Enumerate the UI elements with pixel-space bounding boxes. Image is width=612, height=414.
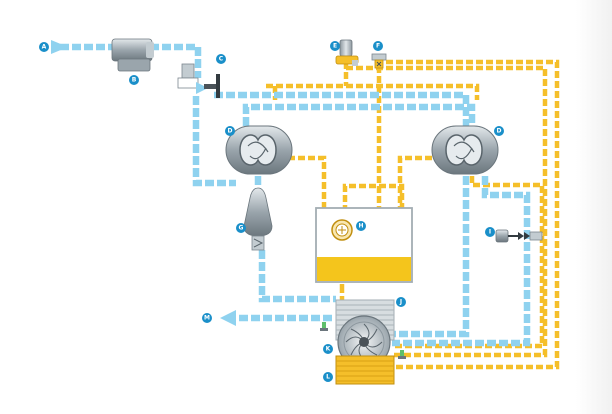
- label-c: C: [219, 56, 224, 63]
- oil-filter: [331, 219, 353, 241]
- label-badge-h: H: [356, 221, 366, 231]
- oil-line-second: [346, 65, 548, 358]
- label-badge-d-left: D: [225, 126, 235, 136]
- oil-line-right-screw: [397, 155, 432, 212]
- air-top-loop: [242, 103, 476, 130]
- air-sep-to-cooler: [258, 250, 336, 303]
- label-badge-a: A: [39, 42, 49, 52]
- oil-lines: [266, 59, 560, 370]
- label-m: M: [204, 315, 210, 322]
- oil-tank: [315, 207, 413, 283]
- label-k: K: [326, 346, 331, 353]
- oil-line-sep-inner: [342, 183, 405, 212]
- oil-cooler: [335, 355, 395, 385]
- air-intake-arrow: [51, 40, 68, 54]
- air-valve-down: [192, 96, 236, 187]
- screw-element-right: [431, 125, 499, 175]
- oil-line-right-loop: [393, 176, 545, 349]
- air-lines: [60, 43, 531, 347]
- label-f: F: [376, 43, 380, 50]
- air-right-screw-loop: [392, 176, 531, 347]
- label-badge-k: K: [323, 344, 333, 354]
- oil-line-top-upper: [266, 83, 480, 100]
- oil-separator-filter: [243, 187, 273, 251]
- air-right-screw-down: [392, 176, 470, 338]
- oil-sensor-f: [371, 53, 387, 69]
- label-badge-f: F: [373, 41, 383, 51]
- label-badge-m: M: [202, 313, 212, 323]
- label-g: G: [239, 225, 244, 232]
- label-badge-j: J: [396, 297, 406, 307]
- oil-sensor-e: [335, 39, 359, 66]
- label-h: H: [358, 223, 363, 230]
- air-filter-to-valve: [150, 43, 202, 78]
- label-badge-i: I: [485, 227, 495, 237]
- label-badge-e: E: [330, 41, 340, 51]
- right-edge-shadow: [576, 0, 612, 414]
- label-badge-c: C: [216, 54, 226, 64]
- label-l: L: [326, 374, 330, 381]
- label-badge-g: G: [236, 223, 246, 233]
- label-d-right: D: [497, 128, 502, 135]
- air-outlet-arrow: [220, 310, 236, 326]
- inlet-valve: [177, 63, 220, 98]
- label-e: E: [333, 43, 337, 50]
- label-a: A: [42, 44, 47, 51]
- label-badge-l: L: [323, 372, 333, 382]
- drain-fittings: [320, 322, 406, 359]
- oil-line-left-screw: [288, 155, 327, 212]
- label-b: B: [132, 77, 137, 84]
- label-badge-d-right: D: [494, 126, 504, 136]
- label-j: J: [399, 299, 402, 306]
- oil-line-outer: [386, 59, 560, 370]
- label-d-left: D: [228, 128, 233, 135]
- label-i: I: [489, 229, 491, 236]
- air-filter: [111, 38, 154, 72]
- label-badge-b: B: [129, 75, 139, 85]
- screw-element-left: [225, 125, 293, 175]
- thermostatic-valve: [495, 229, 543, 243]
